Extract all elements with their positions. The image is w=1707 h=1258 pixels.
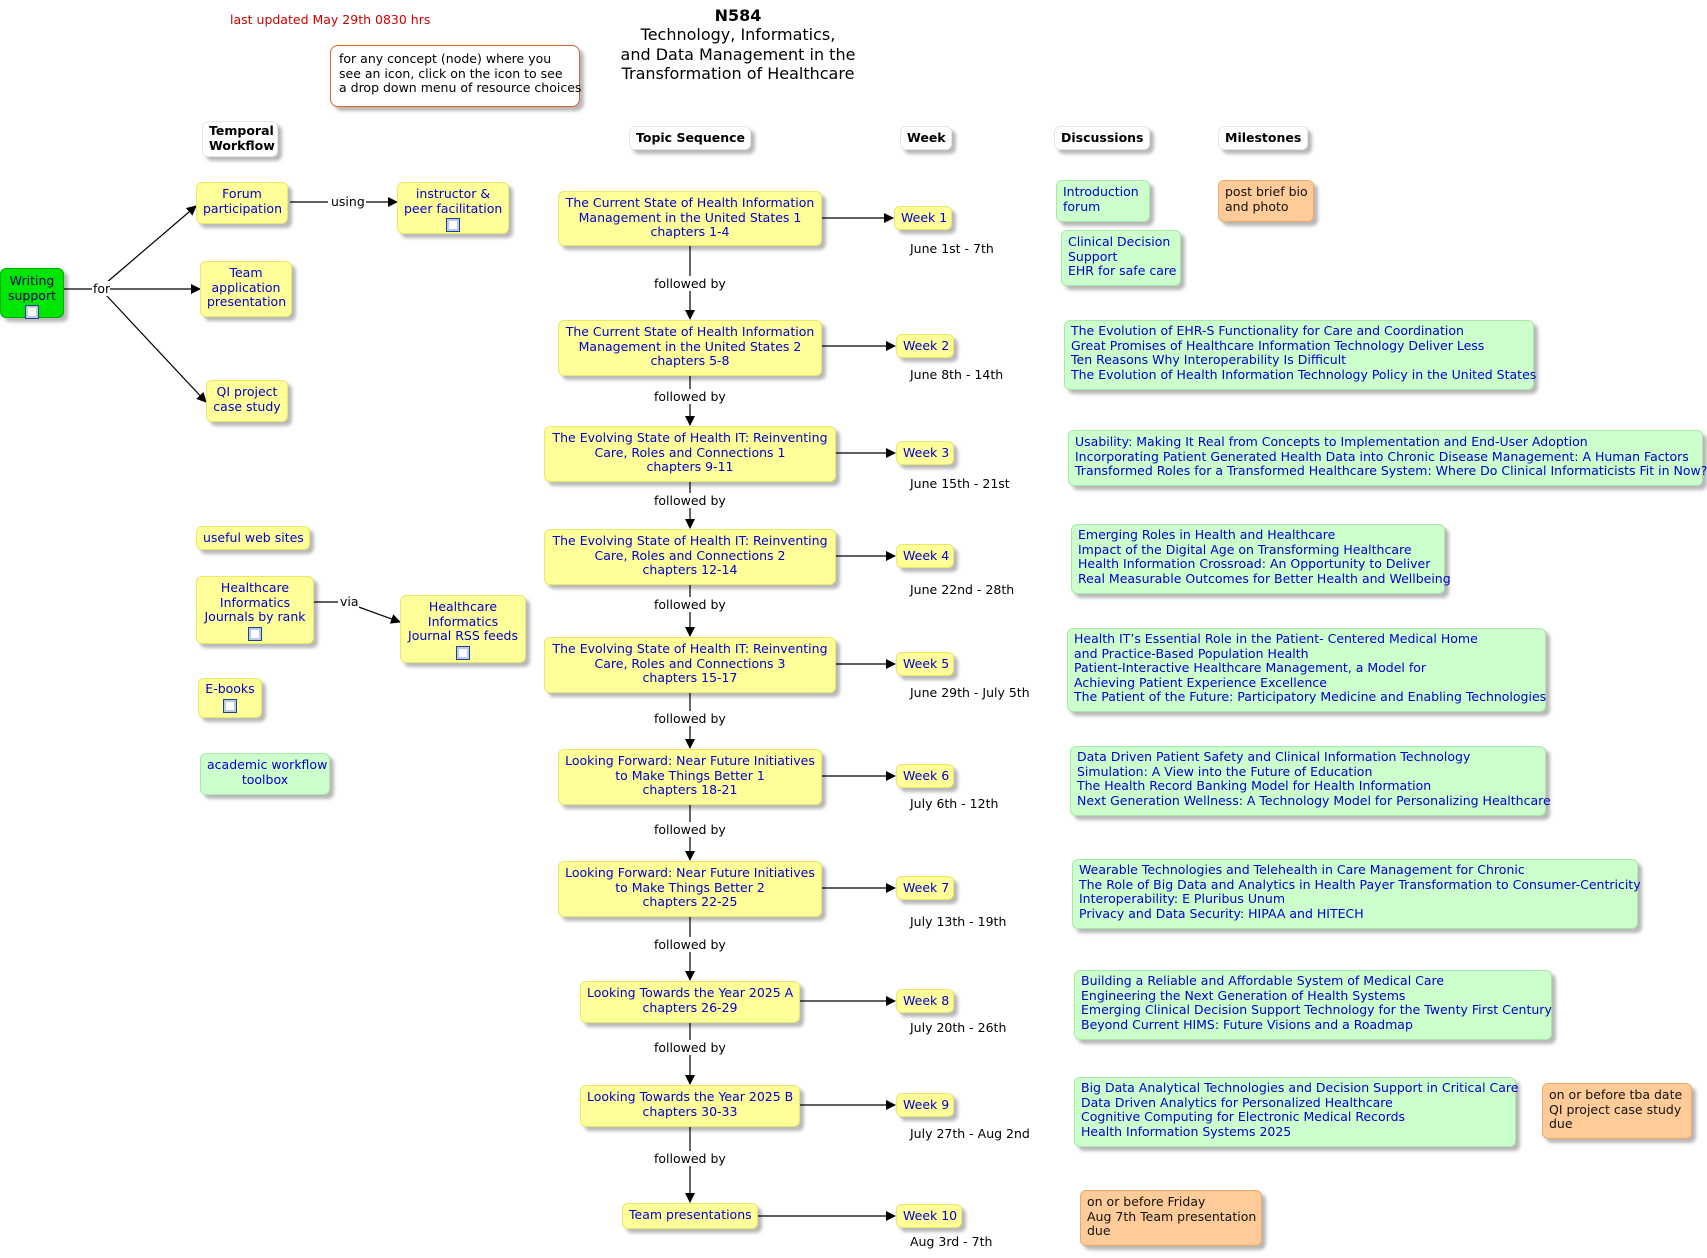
arrow-to-forum bbox=[105, 205, 197, 284]
instructor-peer-facilitation-node[interactable]: instructor & peer facilitation bbox=[397, 182, 509, 234]
week-10-dates: Aug 3rd - 7th bbox=[910, 1234, 993, 1249]
discussion-week-3[interactable]: Usability: Making It Real from Concepts … bbox=[1068, 430, 1707, 486]
discussion-week-4[interactable]: Emerging Roles in Health and Healthcare … bbox=[1071, 524, 1451, 594]
resource-menu-icon[interactable] bbox=[223, 698, 237, 713]
milestone-qi-project-due: on or before tba date QI project case st… bbox=[1542, 1083, 1692, 1139]
e-books-node[interactable]: E-books bbox=[198, 678, 262, 718]
topic-sequence-header: Topic Sequence bbox=[629, 126, 751, 150]
link-label-followed-by: followed by bbox=[654, 1151, 726, 1166]
week-8-dates: July 20th - 26th bbox=[910, 1020, 1007, 1035]
resource-menu-icon[interactable] bbox=[456, 645, 470, 660]
week-1-node[interactable]: Week 1 bbox=[894, 206, 952, 230]
academic-workflow-toolbox-node[interactable]: academic workflow toolbox bbox=[200, 753, 330, 795]
week-4-dates: June 22nd - 28th bbox=[910, 582, 1015, 597]
link-label-followed-by: followed by bbox=[654, 937, 726, 952]
milestone-post-bio: post brief bio and photo bbox=[1218, 180, 1314, 222]
week-7-dates: July 13th - 19th bbox=[910, 914, 1007, 929]
week-6-dates: July 6th - 12th bbox=[910, 796, 999, 811]
link-label-for: for bbox=[93, 281, 111, 296]
link-label-using: using bbox=[331, 194, 365, 209]
discussions-header: Discussions bbox=[1054, 126, 1150, 150]
discussion-introduction-forum[interactable]: Introduction forum bbox=[1056, 180, 1150, 222]
last-updated-text: last updated May 29th 0830 hrs bbox=[230, 12, 431, 27]
link-label-followed-by: followed by bbox=[654, 493, 726, 508]
topic-node-week-7[interactable]: Looking Forward: Near Future Initiatives… bbox=[558, 861, 822, 917]
topic-node-week-9[interactable]: Looking Towards the Year 2025 B chapters… bbox=[580, 1085, 800, 1127]
milestones-header: Milestones bbox=[1218, 126, 1308, 150]
milestone-team-presentation-due: on or before Friday Aug 7th Team present… bbox=[1080, 1190, 1262, 1246]
week-2-node[interactable]: Week 2 bbox=[896, 334, 954, 358]
healthcare-informatics-journals-node[interactable]: Healthcare Informatics Journals by rank bbox=[196, 576, 314, 644]
topic-node-week-8[interactable]: Looking Towards the Year 2025 A chapters… bbox=[580, 981, 800, 1023]
course-title-line: and Data Management in the bbox=[620, 44, 856, 64]
journal-rss-feeds-node[interactable]: Healthcare Informatics Journal RSS feeds bbox=[400, 595, 526, 663]
week-6-node[interactable]: Week 6 bbox=[896, 764, 954, 788]
instructions-line: see an icon, click on the icon to see bbox=[339, 65, 563, 81]
week-5-dates: June 29th - July 5th bbox=[910, 685, 1030, 700]
topic-node-week-3[interactable]: The Evolving State of Health IT: Reinven… bbox=[544, 426, 836, 482]
week-8-node[interactable]: Week 8 bbox=[896, 989, 954, 1013]
discussion-week-9[interactable]: Big Data Analytical Technologies and Dec… bbox=[1074, 1077, 1518, 1147]
link-label-followed-by: followed by bbox=[654, 389, 726, 404]
useful-web-sites-node[interactable]: useful web sites bbox=[196, 526, 310, 550]
page-title: N584 Technology, Informatics, and Data M… bbox=[568, 6, 908, 84]
discussion-week-1[interactable]: Clinical Decision Support EHR for safe c… bbox=[1061, 230, 1181, 286]
discussion-week-7[interactable]: Wearable Technologies and Telehealth in … bbox=[1072, 859, 1641, 929]
week-9-dates: July 27th - Aug 2nd bbox=[910, 1126, 1030, 1141]
discussion-week-8[interactable]: Building a Reliable and Affordable Syste… bbox=[1074, 970, 1552, 1040]
resource-menu-icon[interactable] bbox=[248, 626, 262, 641]
week-2-dates: June 8th - 14th bbox=[910, 367, 1004, 382]
link-label-followed-by: followed by bbox=[654, 597, 726, 612]
arrow-to-qi-project bbox=[105, 294, 207, 403]
week-10-node[interactable]: Week 10 bbox=[896, 1204, 962, 1228]
resource-menu-icon[interactable] bbox=[25, 305, 39, 320]
week-7-node[interactable]: Week 7 bbox=[896, 876, 954, 900]
link-label-followed-by: followed by bbox=[654, 822, 726, 837]
discussion-week-5[interactable]: Health IT’s Essential Role in the Patien… bbox=[1067, 628, 1546, 712]
course-code: N584 bbox=[714, 6, 762, 25]
topic-node-week-5[interactable]: The Evolving State of Health IT: Reinven… bbox=[544, 637, 836, 693]
instructions-note: for any concept (node) where you see an … bbox=[330, 45, 582, 107]
instructions-line: for any concept (node) where you bbox=[339, 51, 552, 66]
week-3-dates: June 15th - 21st bbox=[910, 476, 1010, 491]
topic-node-week-10[interactable]: Team presentations bbox=[622, 1203, 758, 1229]
week-9-node[interactable]: Week 9 bbox=[896, 1093, 954, 1117]
link-label-followed-by: followed by bbox=[654, 711, 726, 726]
discussion-week-6[interactable]: Data Driven Patient Safety and Clinical … bbox=[1070, 746, 1551, 816]
temporal-workflow-header: Temporal Workflow bbox=[202, 121, 278, 157]
discussion-week-2[interactable]: The Evolution of EHR-S Functionality for… bbox=[1064, 320, 1536, 390]
week-4-node[interactable]: Week 4 bbox=[896, 544, 954, 568]
topic-node-week-1[interactable]: The Current State of Health Information … bbox=[558, 191, 822, 246]
course-title-line: Transformation of Healthcare bbox=[621, 64, 855, 83]
forum-participation-node[interactable]: Forum participation bbox=[196, 182, 288, 224]
link-label-followed-by: followed by bbox=[654, 1040, 726, 1055]
week-1-dates: June 1st - 7th bbox=[910, 241, 994, 256]
topic-node-week-6[interactable]: Looking Forward: Near Future Initiatives… bbox=[558, 749, 822, 805]
topic-node-week-2[interactable]: The Current State of Health Information … bbox=[558, 320, 822, 376]
link-label-via: via bbox=[340, 594, 359, 609]
week-3-node[interactable]: Week 3 bbox=[896, 441, 954, 465]
topic-node-week-4[interactable]: The Evolving State of Health IT: Reinven… bbox=[544, 529, 836, 585]
instructions-line: a drop down menu of resource choices bbox=[339, 80, 582, 96]
qi-project-case-study-node[interactable]: QI project case study bbox=[206, 380, 288, 422]
course-title-line: Technology, Informatics, bbox=[640, 25, 836, 44]
writing-support-node[interactable]: Writing support bbox=[0, 268, 64, 320]
resource-menu-icon[interactable] bbox=[446, 218, 460, 233]
week-header: Week bbox=[900, 126, 952, 150]
week-5-node[interactable]: Week 5 bbox=[896, 652, 954, 676]
arrow-to-rss-feeds bbox=[355, 605, 401, 624]
team-application-presentation-node[interactable]: Team application presentation bbox=[200, 261, 292, 317]
link-label-followed-by: followed by bbox=[654, 276, 726, 291]
